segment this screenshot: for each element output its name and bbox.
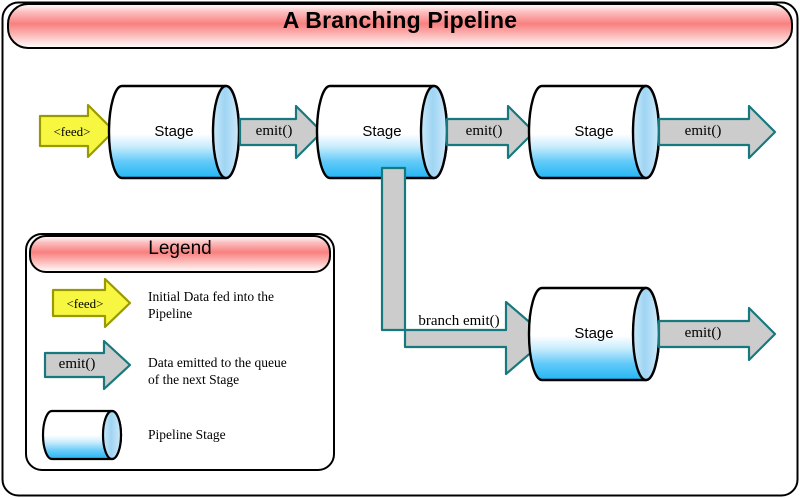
emit-arrow-3-graphic <box>657 104 777 160</box>
branch-emit-arrow-graphic <box>380 166 550 376</box>
stage-1-graphic <box>107 84 241 180</box>
stage-4-graphic <box>527 286 661 382</box>
emit-arrow-1-graphic <box>238 104 324 160</box>
emit-arrow-2-graphic <box>445 104 536 160</box>
emit-arrow-4-graphic <box>657 306 777 362</box>
stage-2-graphic <box>315 84 449 180</box>
stage-3-graphic <box>527 84 661 180</box>
legend-feed-arrow-graphic <box>51 277 132 329</box>
legend-emit-arrow-graphic <box>43 339 132 391</box>
feed-arrow-graphic <box>38 103 116 159</box>
title-banner <box>7 3 793 49</box>
legend-cylinder-graphic <box>41 409 123 461</box>
